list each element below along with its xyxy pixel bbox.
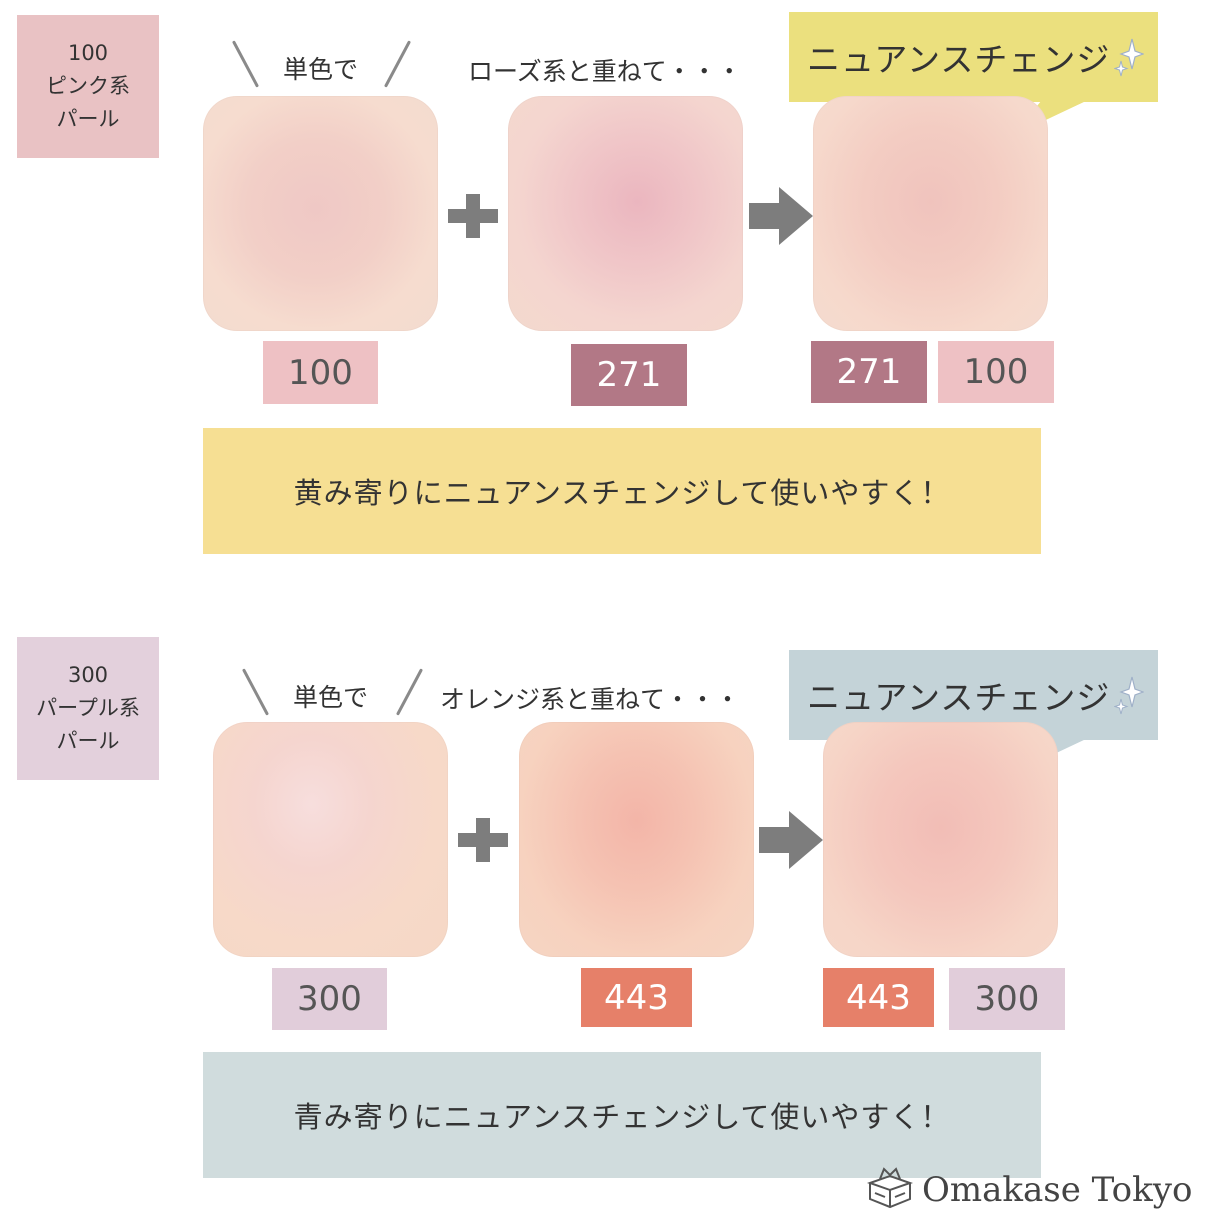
tag-line: パール (56, 107, 120, 131)
shade-label: 300 (272, 968, 387, 1030)
caption-single: 単色で (283, 55, 359, 84)
tag-line: パープル系 (36, 696, 140, 720)
shade-label: 443 (581, 968, 692, 1027)
sparkle-icon (1114, 676, 1145, 715)
caption-layer: オレンジ系と重ねて・・・ (440, 685, 741, 714)
nuance-change-bubble: ニュアンスチェンジ (789, 12, 1158, 102)
bubble-text: ニュアンスチェンジ (807, 678, 1111, 717)
shade-tag-300: 300 パープル系 パール (17, 637, 159, 780)
shade-label: 271 (571, 344, 687, 406)
bubble-text: ニュアンスチェンジ (807, 40, 1111, 79)
tag-line: ピンク系 (46, 74, 130, 98)
brand-logo-text: Omakase Tokyo (922, 1170, 1193, 1210)
arrow-right-icon (759, 811, 823, 869)
plus-icon-bar (458, 833, 508, 847)
swatch-single-300 (213, 722, 448, 957)
caption-single: 単色で (293, 683, 369, 712)
caption-layer: ローズ系と重ねて・・・ (468, 57, 742, 86)
shade-label: 271 (811, 341, 927, 403)
result-banner: 黄み寄りにニュアンスチェンジして使いやすく！ (203, 428, 1041, 554)
caption-slash-left (231, 40, 260, 88)
result-banner: 青み寄りにニュアンスチェンジして使いやすく！ (203, 1052, 1041, 1178)
plus-icon-bar (448, 209, 498, 223)
shade-label: 100 (938, 341, 1054, 403)
swatch-layer-443 (519, 722, 754, 957)
swatch-result-443-300 (823, 722, 1058, 957)
shade-label: 443 (823, 968, 934, 1027)
sparkle-icon (1114, 38, 1145, 77)
swatch-single-100 (203, 96, 438, 331)
caption-slash-right (383, 40, 412, 88)
caption-slash-left (241, 668, 270, 716)
arrow-right-icon (749, 187, 813, 245)
caption-slash-right (395, 668, 424, 716)
swatch-result-271-100 (813, 96, 1048, 331)
shade-label: 300 (949, 968, 1065, 1030)
tag-line: パール (56, 729, 120, 753)
tag-line: 100 (67, 41, 109, 65)
shade-label: 100 (263, 341, 378, 404)
tag-line: 300 (67, 663, 109, 687)
swatch-layer-271 (508, 96, 743, 331)
shade-tag-100: 100 ピンク系 パール (17, 15, 159, 158)
box-logo-icon (866, 1167, 914, 1209)
